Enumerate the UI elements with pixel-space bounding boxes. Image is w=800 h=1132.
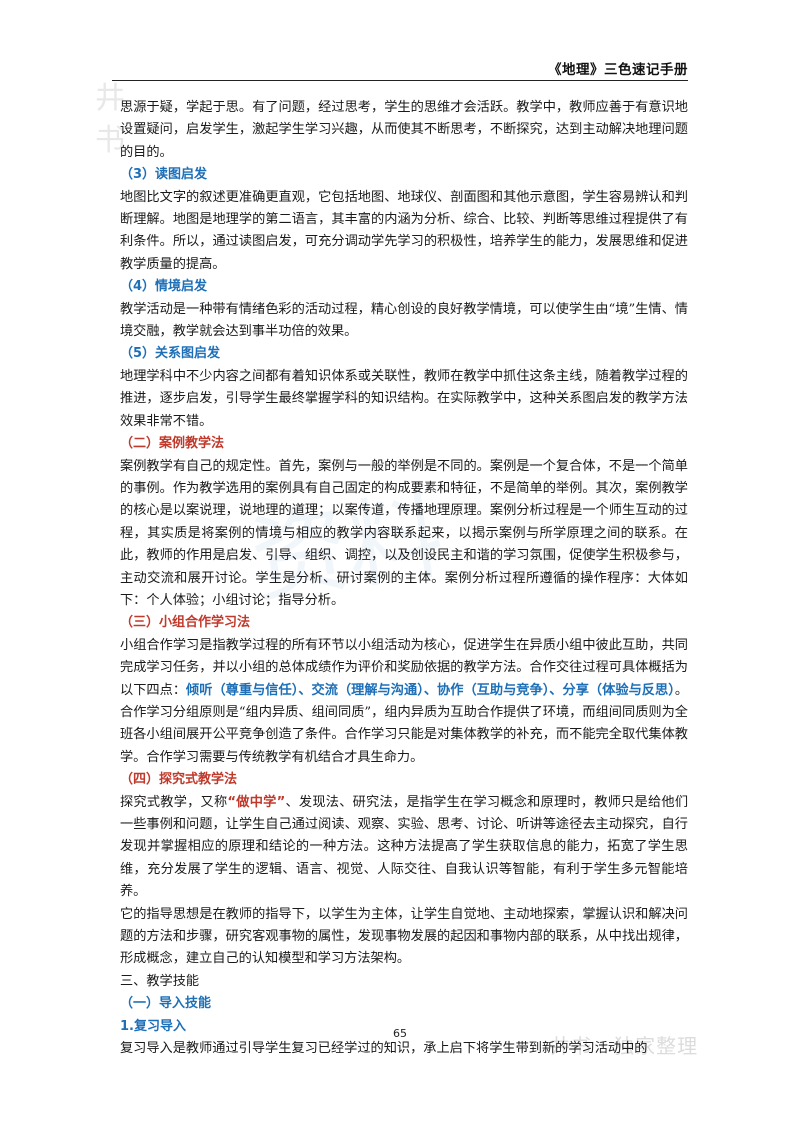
paragraph-intro: 思源于疑，学起于思。有了问题，经过思考，学生的思维才会活跃。教学中，教师应善于有… [120, 100, 688, 160]
paragraph-review-introduction: 复习导入是教师通过引导学生复习已经学过的知识，承上启下将学生带到新的学习活动中的 [120, 1041, 648, 1057]
document-body: 思源于疑，学起于思。有了问题，经过思考，学生的思维才会活跃。教学中，教师应善于有… [120, 97, 688, 1060]
heading-introduction-skill: （一）导入技能 [120, 996, 212, 1012]
heading-group-learning: （三）小组合作学习法 [120, 615, 251, 631]
heading-relation-diagram: （5）关系图启发 [120, 346, 221, 362]
paragraph-inquiry-guiding: 它的指导思想是在教师的指导下，以学生为主体，让学生自觉地、主动地探索，掌握认识和… [120, 906, 688, 967]
page-number: 65 [393, 1027, 407, 1040]
inquiry-highlight: “做中学” [227, 794, 286, 810]
publisher-logo-stamp: 井书 [95, 81, 125, 158]
paragraph-inquiry-teaching: 探究式教学，又称“做中学”、发现法、研究法，是指学生在学习概念和原理时，教师只是… [120, 792, 688, 904]
bottom-watermark: 井书 · 独家整理 [550, 1034, 699, 1058]
heading-inquiry-teaching: （四）探究式教学法 [120, 772, 238, 788]
heading-map-inspiration: （3）读图启发 [120, 167, 208, 183]
group-text-b: 。合作学习分组原则是“组内异质、组间同质”，组内异质为互助合作提供了环境，而组间… [120, 682, 688, 765]
heading-case-teaching: （二）案例教学法 [120, 436, 225, 452]
paragraph-situation-inspiration: 教学活动是一种带有情绪色彩的活动过程，精心创设的良好教学情境，可以使学生由“境”… [120, 301, 688, 340]
heading-situation-inspiration: （4）情境启发 [120, 279, 208, 295]
inquiry-text-a: 探究式教学，又称 [120, 794, 228, 810]
heading-teaching-skills: 三、教学技能 [120, 973, 200, 989]
paragraph-map-inspiration: 地图比文字的叙述更准确更直观，它包括地图、地球仪、剖面图和其他示意图，学生容易辨… [120, 189, 688, 272]
paragraph-case-teaching: 案例教学有自己的规定性。首先，案例与一般的举例是不同的。案例是一个复合体，不是一… [120, 458, 688, 608]
heading-review-introduction: 1.复习导入 [120, 1018, 186, 1034]
header-divider [112, 80, 688, 81]
page-header-title: 《地理》三色速记手册 [548, 62, 688, 78]
group-text-a: 小组合作学习是指教学过程的所有环节以小组活动为核心，促进学生在异质小组中彼此互助… [120, 637, 688, 698]
paragraph-relation-diagram: 地理学科中不少内容之间都有着知识体系或关联性，教师在教学中抓住这条主线，随着教学… [120, 368, 688, 429]
paragraph-group-learning: 小组合作学习是指教学过程的所有环节以小组活动为核心，促进学生在异质小组中彼此互助… [120, 635, 688, 769]
inquiry-text-b: 、发现法、研究法，是指学生在学习概念和原理时，教师只是给他们一些事例和问题，让学… [120, 794, 689, 900]
group-highlight: 倾听（尊重与信任）、交流（理解与沟通）、协作（互助与竞争）、分享（体验与反思） [186, 682, 675, 698]
